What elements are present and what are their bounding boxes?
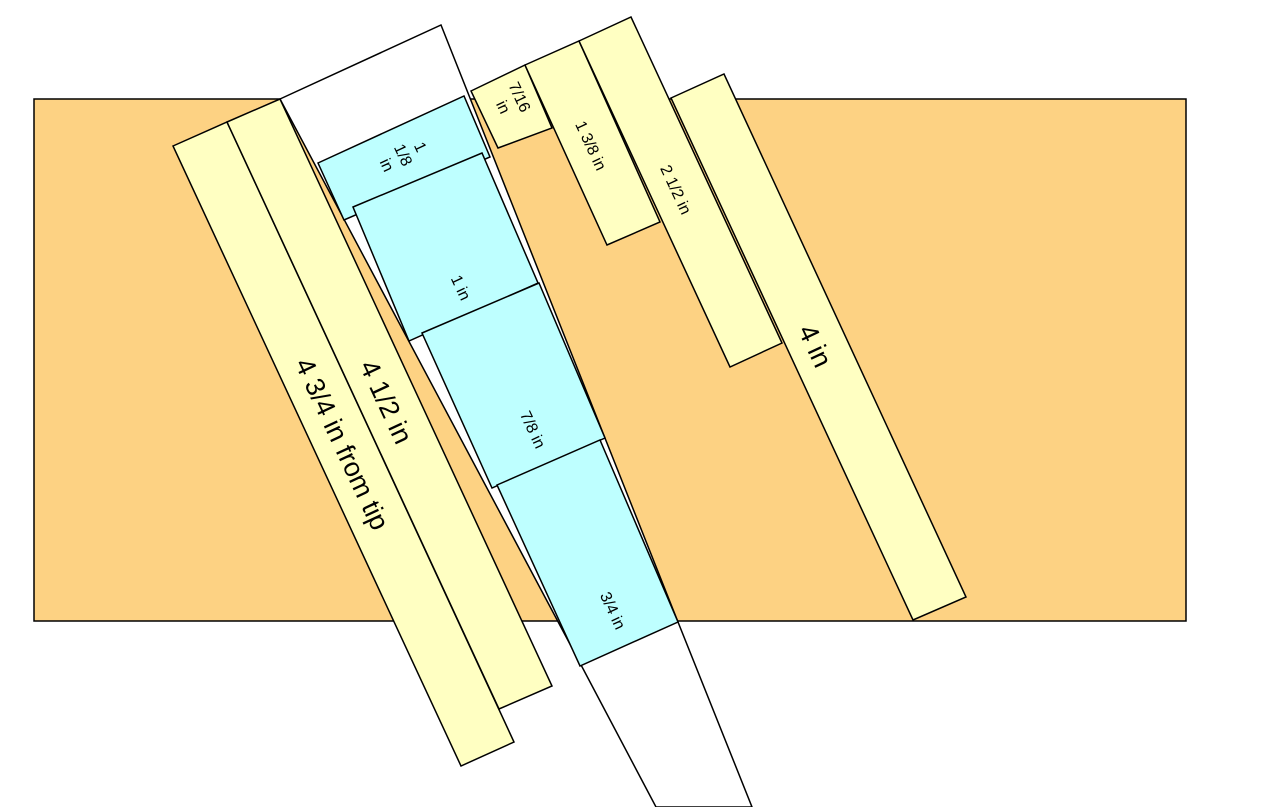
strip-4-in — [670, 73, 968, 621]
segment-7-8-in — [421, 282, 606, 489]
strip-2-1-2-in — [578, 16, 783, 368]
strip-4-3-4-in — [171, 121, 515, 767]
strip-4-1-2-in — [225, 98, 554, 710]
segment-1-1-8-in — [317, 94, 491, 221]
label-1-1-8-in: 1 1/8 in — [373, 134, 434, 181]
strip-7-16-in — [470, 63, 554, 149]
strip-1-3-8-in — [524, 40, 661, 246]
segment-3-4-in — [495, 439, 679, 667]
